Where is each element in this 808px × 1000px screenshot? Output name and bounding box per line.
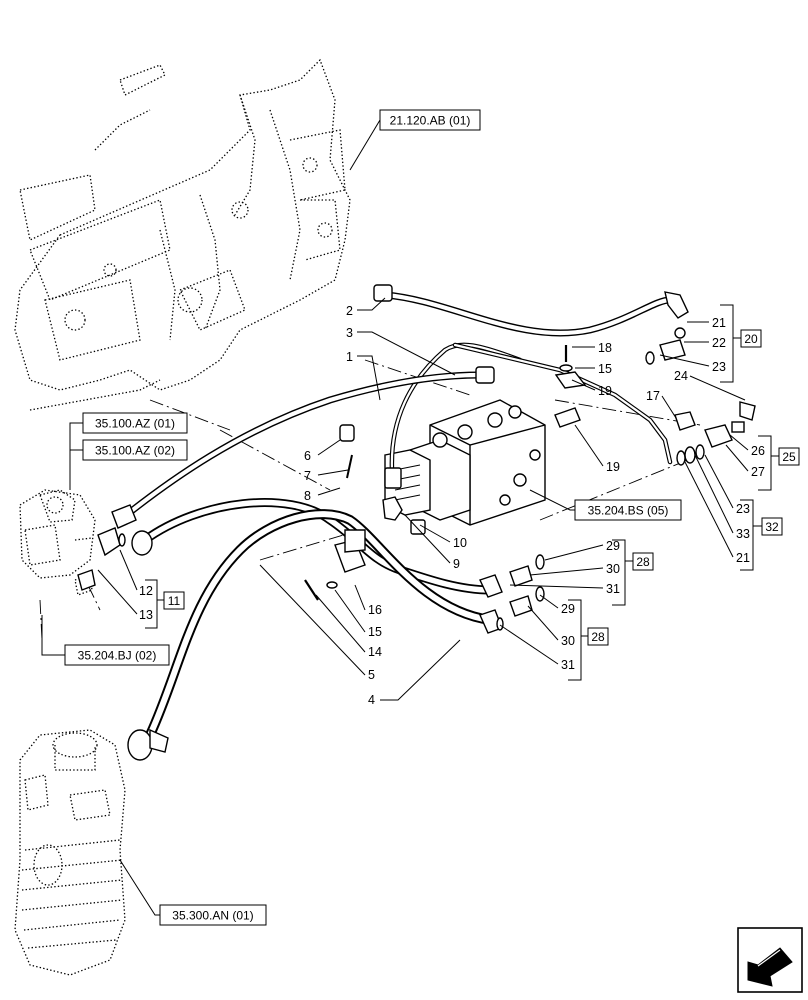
hose-2 xyxy=(373,284,689,337)
callout-15-top: 15 xyxy=(598,362,612,376)
callout-16: 16 xyxy=(368,603,382,617)
kit-28-upper[interactable]: 28 xyxy=(632,552,654,571)
ref-35-100-az-01-label: 35.100.AZ (01) xyxy=(95,417,175,431)
ref-35-204-bj[interactable]: 35.204.BJ (02) xyxy=(41,615,170,666)
ref-35-100-az-02-label: 35.100.AZ (02) xyxy=(95,444,175,458)
callout-30-upper: 30 xyxy=(606,562,620,576)
ref-35-300-an[interactable]: 35.300.AN (01) xyxy=(119,859,267,926)
callout-2: 2 xyxy=(346,304,353,318)
kit-25-label: 25 xyxy=(782,450,796,464)
kit-32[interactable]: 32 xyxy=(761,517,783,536)
control-valve-block xyxy=(384,399,581,526)
callout-27: 27 xyxy=(751,465,765,479)
kit-20-label: 20 xyxy=(744,332,758,346)
callout-8: 8 xyxy=(304,489,311,503)
callout-31-lower: 31 xyxy=(561,658,575,672)
kit-25[interactable]: 25 xyxy=(778,447,800,466)
callout-13: 13 xyxy=(139,608,153,622)
callout-33: 33 xyxy=(736,527,750,541)
callout-labels: 2 3 1 21 22 23 18 15 19 24 17 26 27 23 3… xyxy=(139,304,765,707)
ref-35-204-bs[interactable]: 35.204.BS (05) xyxy=(529,489,682,521)
callout-5: 5 xyxy=(368,668,375,682)
hose-4-suction xyxy=(127,509,495,761)
ref-35-204-bs-label: 35.204.BS (05) xyxy=(588,504,669,518)
hose-3 xyxy=(384,342,673,489)
navigation-arrow-icon[interactable] xyxy=(737,927,803,993)
kit-11[interactable]: 11 xyxy=(163,591,185,610)
callout-17: 17 xyxy=(646,389,660,403)
callout-14: 14 xyxy=(368,645,382,659)
kit-28-lower-label: 28 xyxy=(591,630,605,644)
callout-31-upper: 31 xyxy=(606,582,620,596)
callout-24: 24 xyxy=(674,369,688,383)
kit-11-label: 11 xyxy=(168,594,181,608)
ref-21-120-ab-label: 21.120.AB (01) xyxy=(390,114,471,128)
callout-21-right: 21 xyxy=(736,551,750,565)
callout-19-right: 19 xyxy=(606,460,620,474)
ghost-filter-housing xyxy=(14,729,126,976)
callout-4: 4 xyxy=(368,693,375,707)
callout-12: 12 xyxy=(139,584,153,598)
ref-35-100-az-01[interactable]: 35.100.AZ (01) xyxy=(82,412,188,434)
ghost-rear-axle-housing xyxy=(14,58,351,411)
callout-29-lower: 29 xyxy=(561,602,575,616)
callout-9: 9 xyxy=(453,557,460,571)
ref-35-204-bj-label: 35.204.BJ (02) xyxy=(78,649,157,663)
callout-leaders xyxy=(97,297,749,701)
callout-3: 3 xyxy=(346,326,353,340)
callout-26: 26 xyxy=(751,444,765,458)
callout-23-right: 23 xyxy=(736,502,750,516)
callout-30-lower: 30 xyxy=(561,634,575,648)
kit-32-label: 32 xyxy=(765,520,779,534)
ghost-pump-left xyxy=(19,489,96,596)
kit-28-upper-label: 28 xyxy=(636,555,650,569)
callout-6: 6 xyxy=(304,449,311,463)
callout-15-left: 15 xyxy=(368,625,382,639)
callout-19-top: 19 xyxy=(598,384,612,398)
ref-35-100-az-02[interactable]: 35.100.AZ (02) xyxy=(82,439,188,461)
ref-21-120-ab[interactable]: 21.120.AB (01) xyxy=(349,109,481,171)
callout-1: 1 xyxy=(346,350,353,364)
kit-20[interactable]: 20 xyxy=(740,329,762,348)
ref-35-300-an-label: 35.300.AN (01) xyxy=(172,909,253,923)
callout-18: 18 xyxy=(598,341,612,355)
callout-7: 7 xyxy=(304,469,311,483)
callout-29-upper: 29 xyxy=(606,539,620,553)
callout-10: 10 xyxy=(453,536,467,550)
kit-28-lower[interactable]: 28 xyxy=(587,627,609,646)
callout-23-top: 23 xyxy=(712,360,726,374)
hose-1 xyxy=(111,366,495,529)
fittings xyxy=(77,327,756,634)
callout-22: 22 xyxy=(712,336,726,350)
callout-21-top: 21 xyxy=(712,316,726,330)
